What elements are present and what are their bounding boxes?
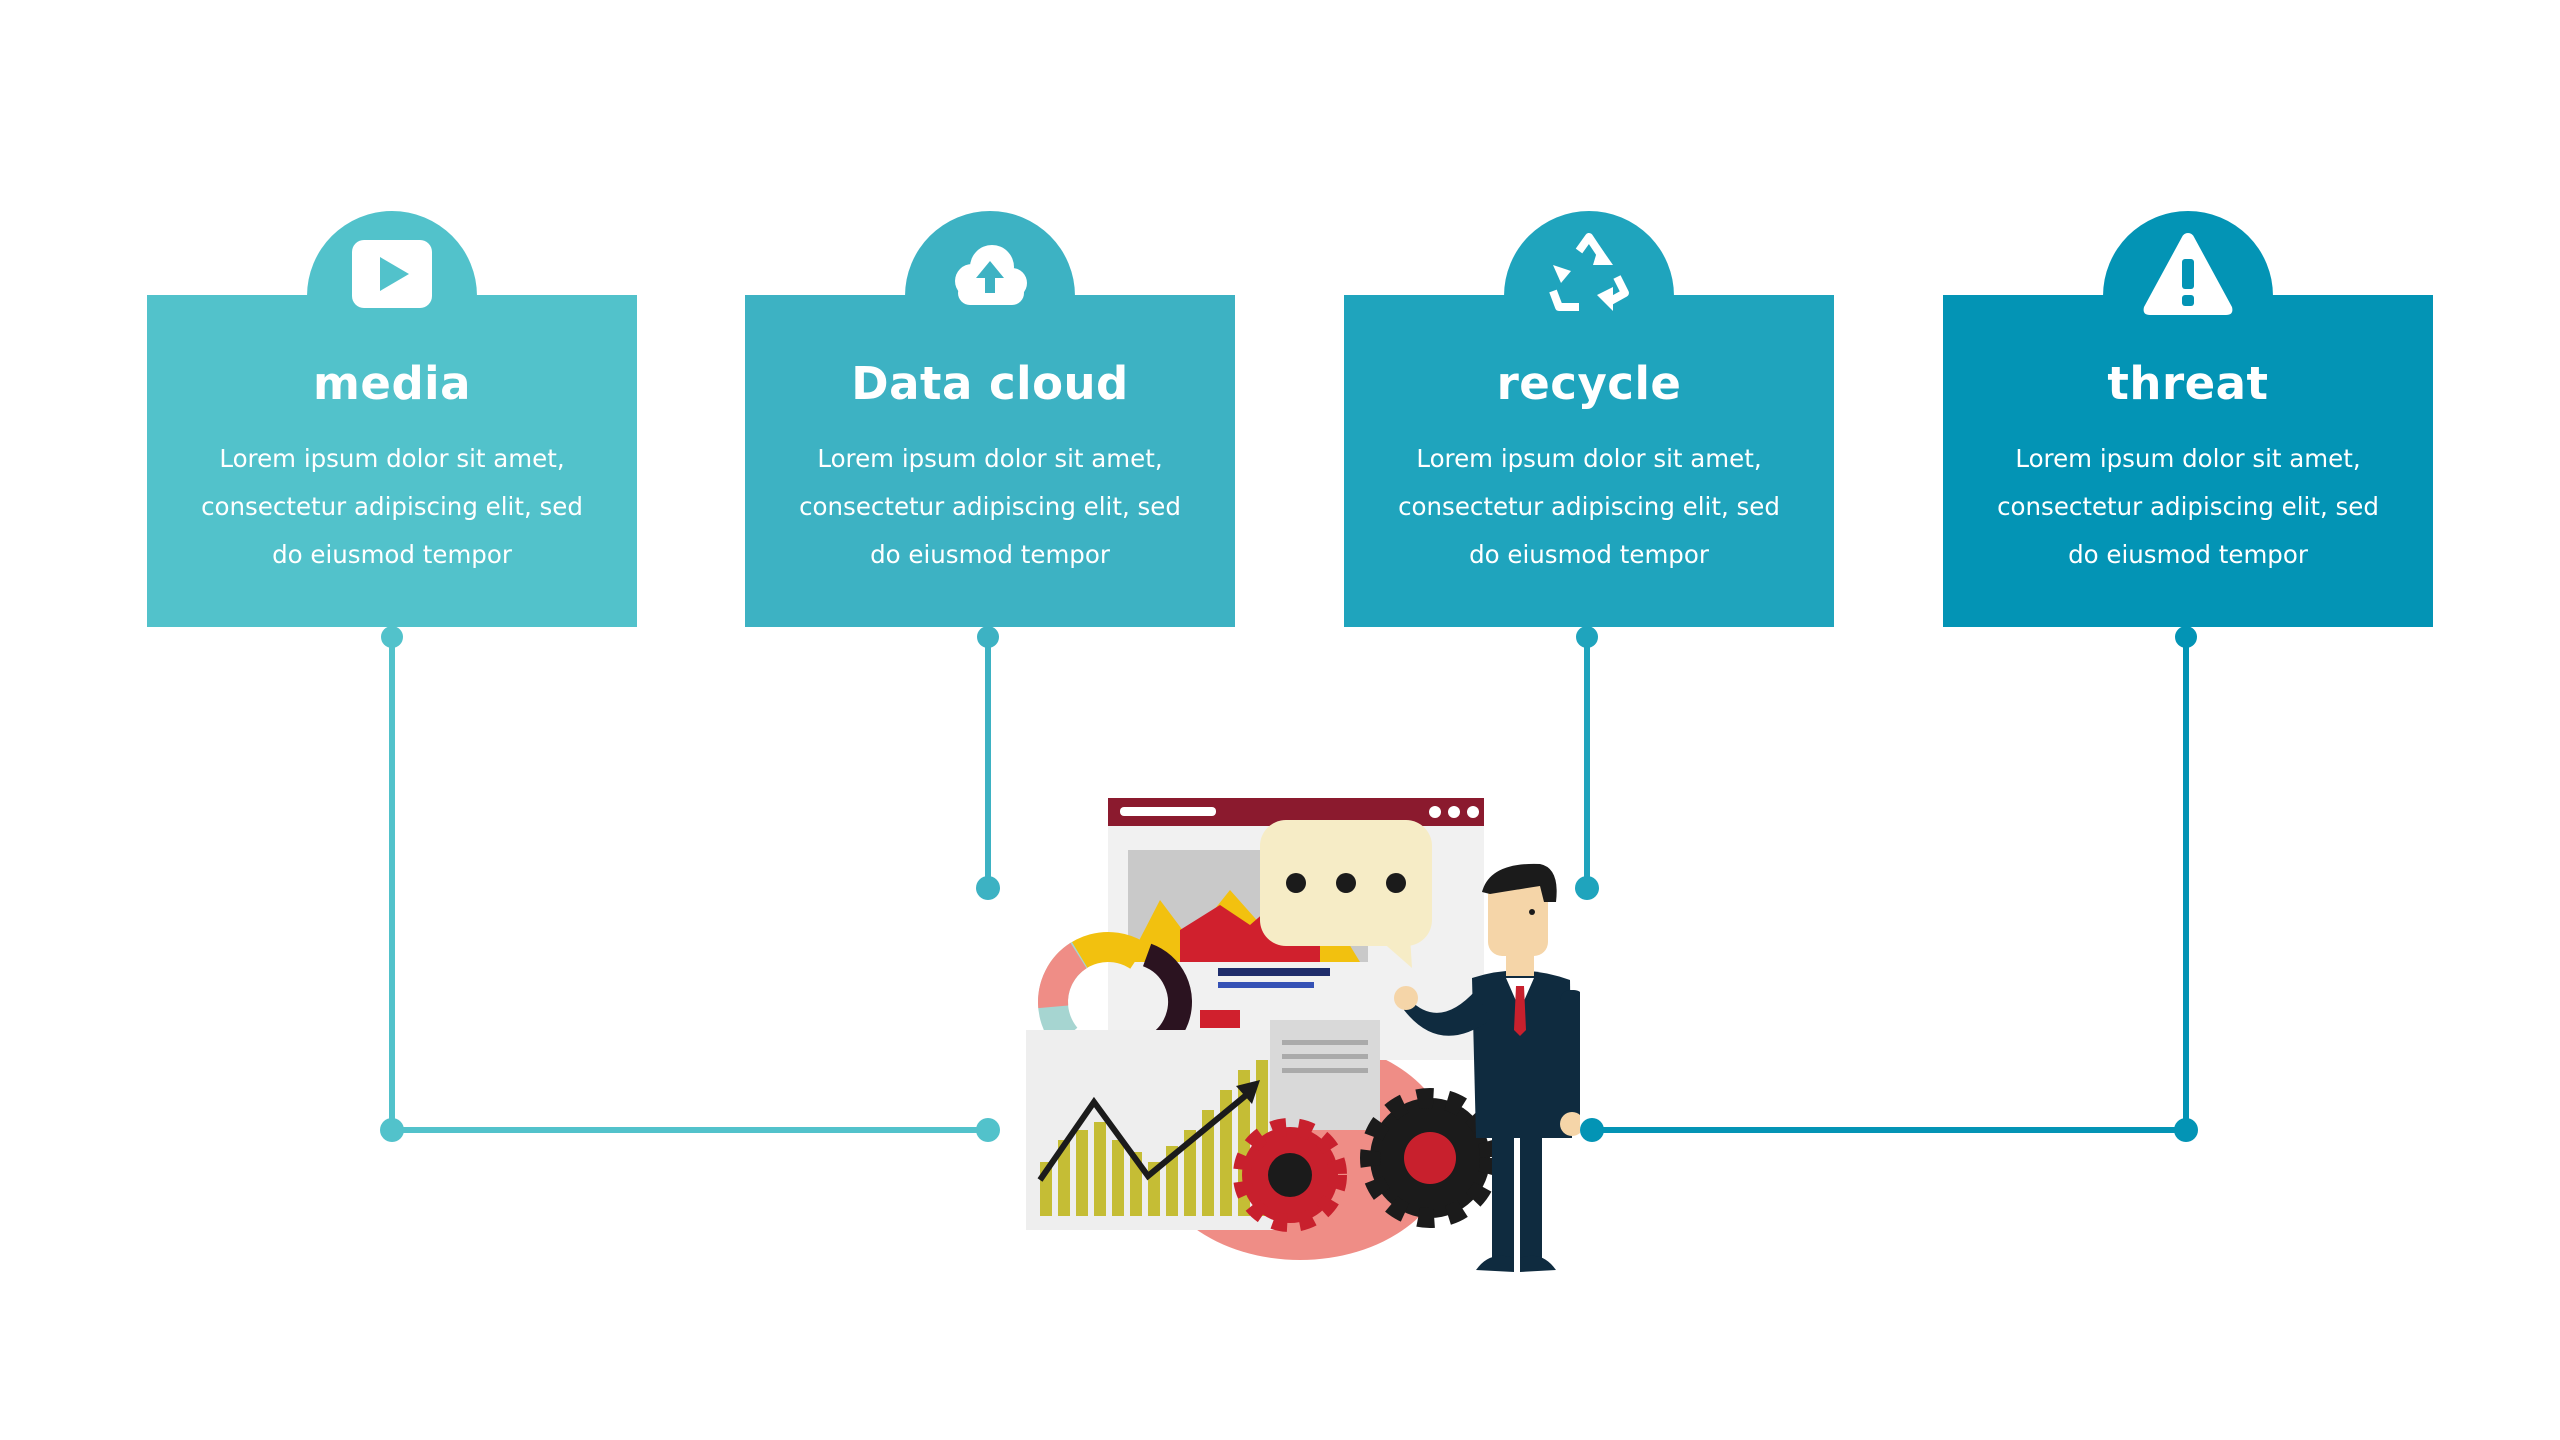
card-description: Lorem ipsum dolor sit amet, consectetur … [1398, 444, 1780, 569]
card-title: Data cloud [851, 357, 1129, 410]
connector-dot [976, 876, 1000, 900]
connector-dot [381, 626, 403, 648]
connector-threat [1589, 634, 2189, 1133]
connector-dot [977, 626, 999, 648]
card-body [1943, 295, 2433, 627]
connector-media [389, 634, 991, 1133]
gear-icon [1233, 1118, 1347, 1232]
card-title: threat [2107, 357, 2269, 410]
card-media: media Lorem ipsum dolor sit amet, consec… [147, 211, 637, 627]
card-recycle: recycle Lorem ipsum dolor sit amet, cons… [1344, 211, 1834, 627]
card-title: recycle [1496, 357, 1682, 410]
connector-dot [380, 1118, 404, 1142]
businessman-figure [1394, 863, 1580, 1272]
card-threat: threat Lorem ipsum dolor sit amet, conse… [1943, 211, 2433, 627]
connector-dot [976, 1118, 1000, 1142]
report-document [1026, 1030, 1286, 1230]
connector-dot [1575, 876, 1599, 900]
card-data-cloud: Data cloud Lorem ipsum dolor sit amet, c… [745, 211, 1235, 627]
card-body [745, 295, 1235, 627]
card-description: Lorem ipsum dolor sit amet, consectetur … [1997, 444, 2379, 569]
card-body [147, 295, 637, 627]
play-icon [342, 225, 442, 325]
warning-icon [2138, 225, 2238, 325]
connector-dot [1580, 1118, 1604, 1142]
speech-bubble [1260, 820, 1432, 968]
gear-icon [1360, 1088, 1500, 1228]
connector-dot [1576, 626, 1598, 648]
card-body [1344, 295, 1834, 627]
card-description: Lorem ipsum dolor sit amet, consectetur … [201, 444, 583, 569]
connector-dot [2174, 1118, 2198, 1142]
card-description: Lorem ipsum dolor sit amet, consectetur … [799, 444, 1181, 569]
businessman-illustration [1026, 798, 1580, 1272]
cloud-upload-icon [940, 225, 1040, 325]
connector-dot [2175, 626, 2197, 648]
paper-sheet [1270, 1020, 1380, 1130]
recycle-icon [1539, 225, 1639, 325]
card-title: media [313, 357, 471, 410]
